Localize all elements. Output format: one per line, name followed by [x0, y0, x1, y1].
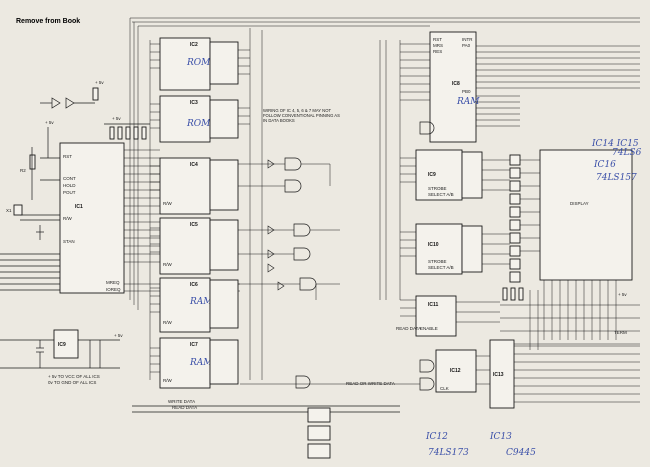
svg-text:MREQ: MREQ: [106, 280, 120, 285]
note-ic16-part: 74LS157: [596, 173, 637, 183]
page-title: Remove from Book: [16, 18, 80, 25]
svg-text:IC13: IC13: [493, 372, 504, 378]
ic6-handwritten-ram: RAM: [189, 297, 213, 307]
svg-text:R/W: R/W: [163, 378, 173, 383]
ic9-mux: IC9 STROBE SELECT A/B: [415, 149, 483, 201]
ic8-port-lines: [399, 40, 640, 300]
decode-logic: [238, 40, 387, 300]
svg-text:R/W: R/W: [163, 320, 173, 325]
note-ic13-part: C9445: [506, 448, 536, 458]
memory-pin-stubs: [149, 40, 160, 380]
ic2-handwritten-rom: ROM: [186, 58, 211, 68]
svg-text:HOLD: HOLD: [63, 183, 76, 188]
ic8-handwritten-ram: RAM: [456, 97, 480, 107]
svg-text:+ 5v: + 5v: [618, 292, 627, 297]
svg-text:IC12: IC12: [450, 368, 461, 374]
svg-text:SELECT A/B: SELECT A/B: [428, 192, 454, 197]
note-ic16: IC16: [593, 160, 616, 170]
supply-gnd-note: 0v TO GND OF ALL ICS: [48, 380, 96, 385]
svg-text:IC9: IC9: [428, 172, 436, 178]
ic13: IC13: [476, 339, 640, 409]
svg-text:STROBE: STROBE: [428, 186, 447, 191]
svg-text:STROBE: STROBE: [428, 259, 447, 264]
note-ic13: IC13: [489, 432, 512, 442]
svg-text:+ 5v: + 5v: [112, 116, 121, 121]
mux-input-lines: [400, 157, 510, 265]
display-label: DISPLAY: [570, 201, 589, 206]
ic6-ram: IC6 RAM R/W: [159, 277, 239, 333]
svg-text:R2: R2: [20, 168, 26, 173]
svg-text:IC7: IC7: [190, 342, 198, 348]
svg-text:IC11: IC11: [428, 302, 439, 308]
bottom-signal-lines: WRITE DATA READ DATA READ OR WRITE DATA: [132, 375, 420, 459]
display-driver-column: [509, 154, 521, 283]
read-or-write-data-label: READ OR WRITE DATA: [346, 381, 395, 386]
svg-text:+ 5v: + 5v: [95, 80, 104, 85]
power-supply: IC9 + 5v + 5v TO VCC OF ALL ICS 0v TO GN…: [0, 329, 123, 385]
ic7-ram: IC7 RAM R/W: [159, 337, 239, 389]
svg-text:X1: X1: [6, 208, 12, 213]
reset-circuit: R2 + 5v + 5v X1: [6, 80, 104, 240]
wiring-note-text: WIRING OF IC 4, 5, 6 & 7 MAY NOT FOLLOW …: [263, 108, 340, 123]
svg-text:CONT: CONT: [63, 176, 76, 181]
svg-text:RST: RST: [63, 154, 72, 159]
svg-text:R/W: R/W: [63, 216, 73, 221]
svg-text:R/W: R/W: [163, 201, 173, 206]
ic10-mux: IC10 STROBE SELECT A/B: [415, 223, 483, 275]
svg-text:INTR: INTR: [462, 37, 473, 42]
svg-text:IC6: IC6: [190, 282, 198, 288]
ic12: IC12 CLK: [419, 349, 477, 393]
svg-text:IC4: IC4: [190, 162, 198, 168]
svg-text:IC2: IC2: [190, 42, 198, 48]
display-unit: DISPLAY: [520, 149, 633, 340]
note-ic12-part: 74LS173: [428, 448, 469, 458]
ic11-latch: IC11 ENABLE READ DATA: [396, 295, 500, 337]
svg-text:+ 5v: + 5v: [114, 333, 123, 338]
svg-text:IC8: IC8: [452, 81, 460, 87]
svg-text:+ 5v: + 5v: [45, 120, 54, 125]
ic1-cpu: IC1 RST CONT HOLD POUT R/W STAN MREQ IOR…: [59, 142, 125, 294]
read-data-label: READ DATA: [172, 405, 197, 410]
ic1-label: IC1: [75, 204, 83, 210]
svg-text:POUT: POUT: [63, 190, 76, 195]
svg-text:RST: RST: [433, 37, 442, 42]
svg-text:R/W: R/W: [163, 262, 173, 267]
ic8-io: IC8 RAM RST MRS RES INTR PA0 PB0: [429, 31, 480, 143]
svg-text:PA0: PA0: [462, 43, 471, 48]
ic1-left-pins: [0, 157, 60, 291]
svg-text:PB0: PB0: [462, 89, 471, 94]
svg-text:IOREQ: IOREQ: [106, 287, 121, 292]
svg-text:SELECT A/B: SELECT A/B: [428, 265, 454, 270]
keyboard-matrix: TERM + 5v: [500, 287, 640, 350]
svg-text:READ DATA: READ DATA: [396, 326, 421, 331]
resistor-pack: + 5v: [104, 116, 150, 140]
note-ic12: IC12: [425, 432, 448, 442]
svg-text:IC9: IC9: [58, 342, 66, 348]
ic3-handwritten-rom: ROM: [186, 119, 211, 129]
svg-text:IC3: IC3: [190, 100, 198, 106]
svg-text:STAN: STAN: [63, 239, 75, 244]
svg-text:RES: RES: [433, 49, 442, 54]
svg-text:CLK: CLK: [440, 386, 449, 391]
note-ic14-15: IC14 IC15: [591, 139, 639, 149]
svg-text:TERM: TERM: [614, 330, 627, 335]
svg-text:MRS: MRS: [433, 43, 443, 48]
svg-text:ENABLE: ENABLE: [420, 326, 438, 331]
svg-text:IC5: IC5: [190, 222, 198, 228]
svg-text:IC10: IC10: [428, 242, 439, 248]
address-bus-lines: [129, 17, 640, 380]
wiring-note: WIRING OF IC 4, 5, 6 & 7 MAY NOT FOLLOW …: [263, 108, 340, 123]
ic2-rom: IC2 ROM: [159, 37, 250, 91]
ic3-rom: IC3 ROM: [159, 95, 250, 143]
ic5: IC5 R/W: [159, 217, 239, 275]
write-data-label: WRITE DATA: [168, 399, 195, 404]
supply-vcc-note: + 5v TO VCC OF ALL ICS: [48, 374, 100, 379]
note-ic14-15-part: 74LS6: [612, 148, 642, 158]
handwritten-notes: IC14 IC15 74LS6 IC16 74LS157 IC12 74LS17…: [425, 139, 642, 458]
ic7-handwritten-ram: RAM: [189, 358, 213, 368]
ic4: IC4 R/W: [159, 157, 239, 215]
